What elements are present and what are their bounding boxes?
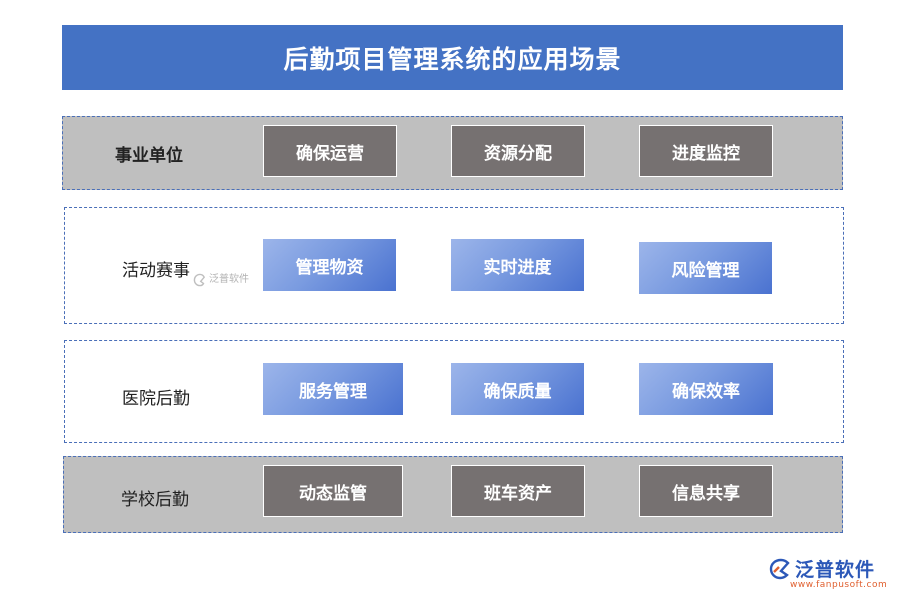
scenario-box: 风险管理 — [639, 242, 772, 294]
scenario-box: 实时进度 — [451, 239, 584, 291]
row-hospital: 医院后勤 服务管理 确保质量 确保效率 — [64, 340, 844, 443]
row-label: 医院后勤 — [122, 389, 190, 409]
scenario-box: 信息共享 — [639, 465, 773, 517]
fanpu-logo-icon — [769, 558, 790, 579]
row-label: 活动赛事 — [122, 261, 190, 281]
watermark-text: 泛普软件 — [209, 274, 249, 285]
row-label: 学校后勤 — [121, 490, 189, 510]
row-events: 活动赛事 管理物资 实时进度 风险管理 — [64, 207, 844, 324]
row-institutions: 事业单位 确保运营 资源分配 进度监控 — [62, 116, 843, 190]
row-school: 学校后勤 动态监管 班车资产 信息共享 — [63, 456, 843, 533]
logo-text: 泛普软件 — [795, 559, 876, 581]
scenario-box: 确保运营 — [263, 125, 397, 177]
scenario-box: 资源分配 — [451, 125, 585, 177]
row-label: 事业单位 — [115, 146, 183, 166]
diagram-title: 后勤项目管理系统的应用场景 — [283, 44, 622, 74]
watermark: 泛普软件 — [193, 273, 249, 287]
scenario-box: 动态监管 — [263, 465, 403, 517]
scenario-box: 确保质量 — [451, 363, 584, 415]
brand-logo: 泛普软件 — [768, 555, 875, 582]
scenario-box: 进度监控 — [639, 125, 773, 177]
fanpu-logo-icon — [193, 273, 206, 287]
logo-url: www.fanpusoft.com — [790, 580, 888, 590]
scenario-box: 管理物资 — [263, 239, 396, 291]
scenario-box: 班车资产 — [451, 465, 585, 517]
diagram-title-bar: 后勤项目管理系统的应用场景 — [62, 25, 843, 90]
scenario-box: 确保效率 — [639, 363, 773, 415]
scenario-box: 服务管理 — [263, 363, 403, 415]
